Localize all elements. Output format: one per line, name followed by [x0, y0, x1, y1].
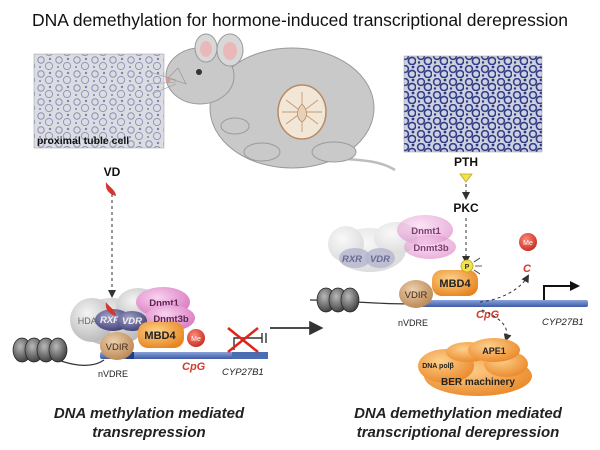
- right-methyl-group: [519, 233, 537, 251]
- right-gene-label: CYP27B1: [542, 317, 584, 328]
- vd-ligand-icon: [105, 182, 116, 196]
- right-caption: DNA demethylation mediated transcription…: [316, 404, 600, 442]
- right-micrograph: [403, 55, 543, 153]
- left-vdir: [100, 332, 134, 360]
- right-vdr: [365, 248, 395, 268]
- active-tss-arrow: [543, 285, 572, 300]
- svg-text:Me: Me: [523, 240, 533, 247]
- micrograph-label: proximal tuble cell: [37, 135, 129, 147]
- pth-label: PTH: [454, 155, 478, 169]
- left-nvdre-site: [126, 352, 134, 359]
- figure-title: DNA demethylation for hormone-induced tr…: [32, 10, 568, 30]
- left-micrograph: [33, 53, 165, 149]
- left-methyl-group: [187, 329, 205, 347]
- left-hdac2-label: HDAC2: [78, 316, 109, 326]
- pth-ligand-icon: [459, 173, 473, 183]
- svg-text:Dnmt1: Dnmt1: [411, 226, 441, 237]
- right-nvdre-label: nVDRE: [398, 318, 428, 328]
- left-vdr: [117, 311, 147, 331]
- left-nucleosomes: [12, 337, 68, 363]
- pkc-label: PKC: [453, 201, 479, 215]
- left-cpg-label: CpG: [182, 361, 206, 373]
- right-rxr: [339, 248, 371, 268]
- left-caption-line2: transrepression: [92, 424, 206, 441]
- svg-text:Dnmt1: Dnmt1: [149, 298, 179, 309]
- svg-text:Dnmt3b: Dnmt3b: [153, 314, 189, 325]
- svg-text:MBD4: MBD4: [144, 330, 176, 342]
- left-vd-bound-icon: [105, 302, 116, 316]
- right-caption-line1: DNA demethylation mediated: [354, 405, 562, 422]
- svg-text:VDR: VDR: [122, 316, 142, 327]
- phosphate-icon: [460, 259, 474, 273]
- dna-pol-label: DNA polβ: [422, 363, 454, 370]
- svg-text:VDIR: VDIR: [106, 342, 129, 353]
- right-mbd4: [432, 270, 478, 296]
- svg-text:VDR: VDR: [370, 254, 390, 265]
- mouse-illustration: [147, 33, 396, 172]
- left-dna-strand: [100, 352, 264, 359]
- right-nucleosomes: [316, 287, 360, 313]
- left-mbd4: [138, 322, 184, 348]
- ape1-label: APE1: [482, 346, 506, 356]
- svg-text:VDIR: VDIR: [405, 290, 428, 301]
- left-caption-line1: DNA methylation mediated: [53, 405, 245, 422]
- svg-text:Me: Me: [191, 336, 201, 343]
- left-nvdre-label: nVDRE: [98, 369, 128, 379]
- ber-machinery-complex: [418, 338, 532, 396]
- right-cpg-label: CpG: [476, 309, 500, 321]
- vd-label: VD: [104, 165, 121, 179]
- svg-text:P: P: [465, 264, 470, 271]
- right-dnmt3b: [404, 235, 456, 259]
- svg-text:MBD4: MBD4: [439, 278, 471, 290]
- demethylation-arrow: [479, 274, 529, 303]
- left-gene-body: [232, 352, 268, 359]
- svg-text:RXR: RXR: [100, 315, 120, 326]
- right-dna-strand: [410, 300, 588, 307]
- right-vdir: [399, 280, 433, 308]
- left-gene-label: CYP27B1: [222, 367, 264, 378]
- svg-text:RXR: RXR: [342, 254, 362, 265]
- ber-recruit-arrow: [481, 309, 512, 342]
- right-caption-line2: transcriptional derepression: [356, 424, 560, 441]
- ber-machinery-label: BER machinery: [441, 377, 515, 388]
- svg-text:Dnmt3b: Dnmt3b: [413, 243, 449, 254]
- left-caption: DNA methylation mediated transrepression: [18, 404, 280, 442]
- cytosine-label: C: [523, 263, 532, 275]
